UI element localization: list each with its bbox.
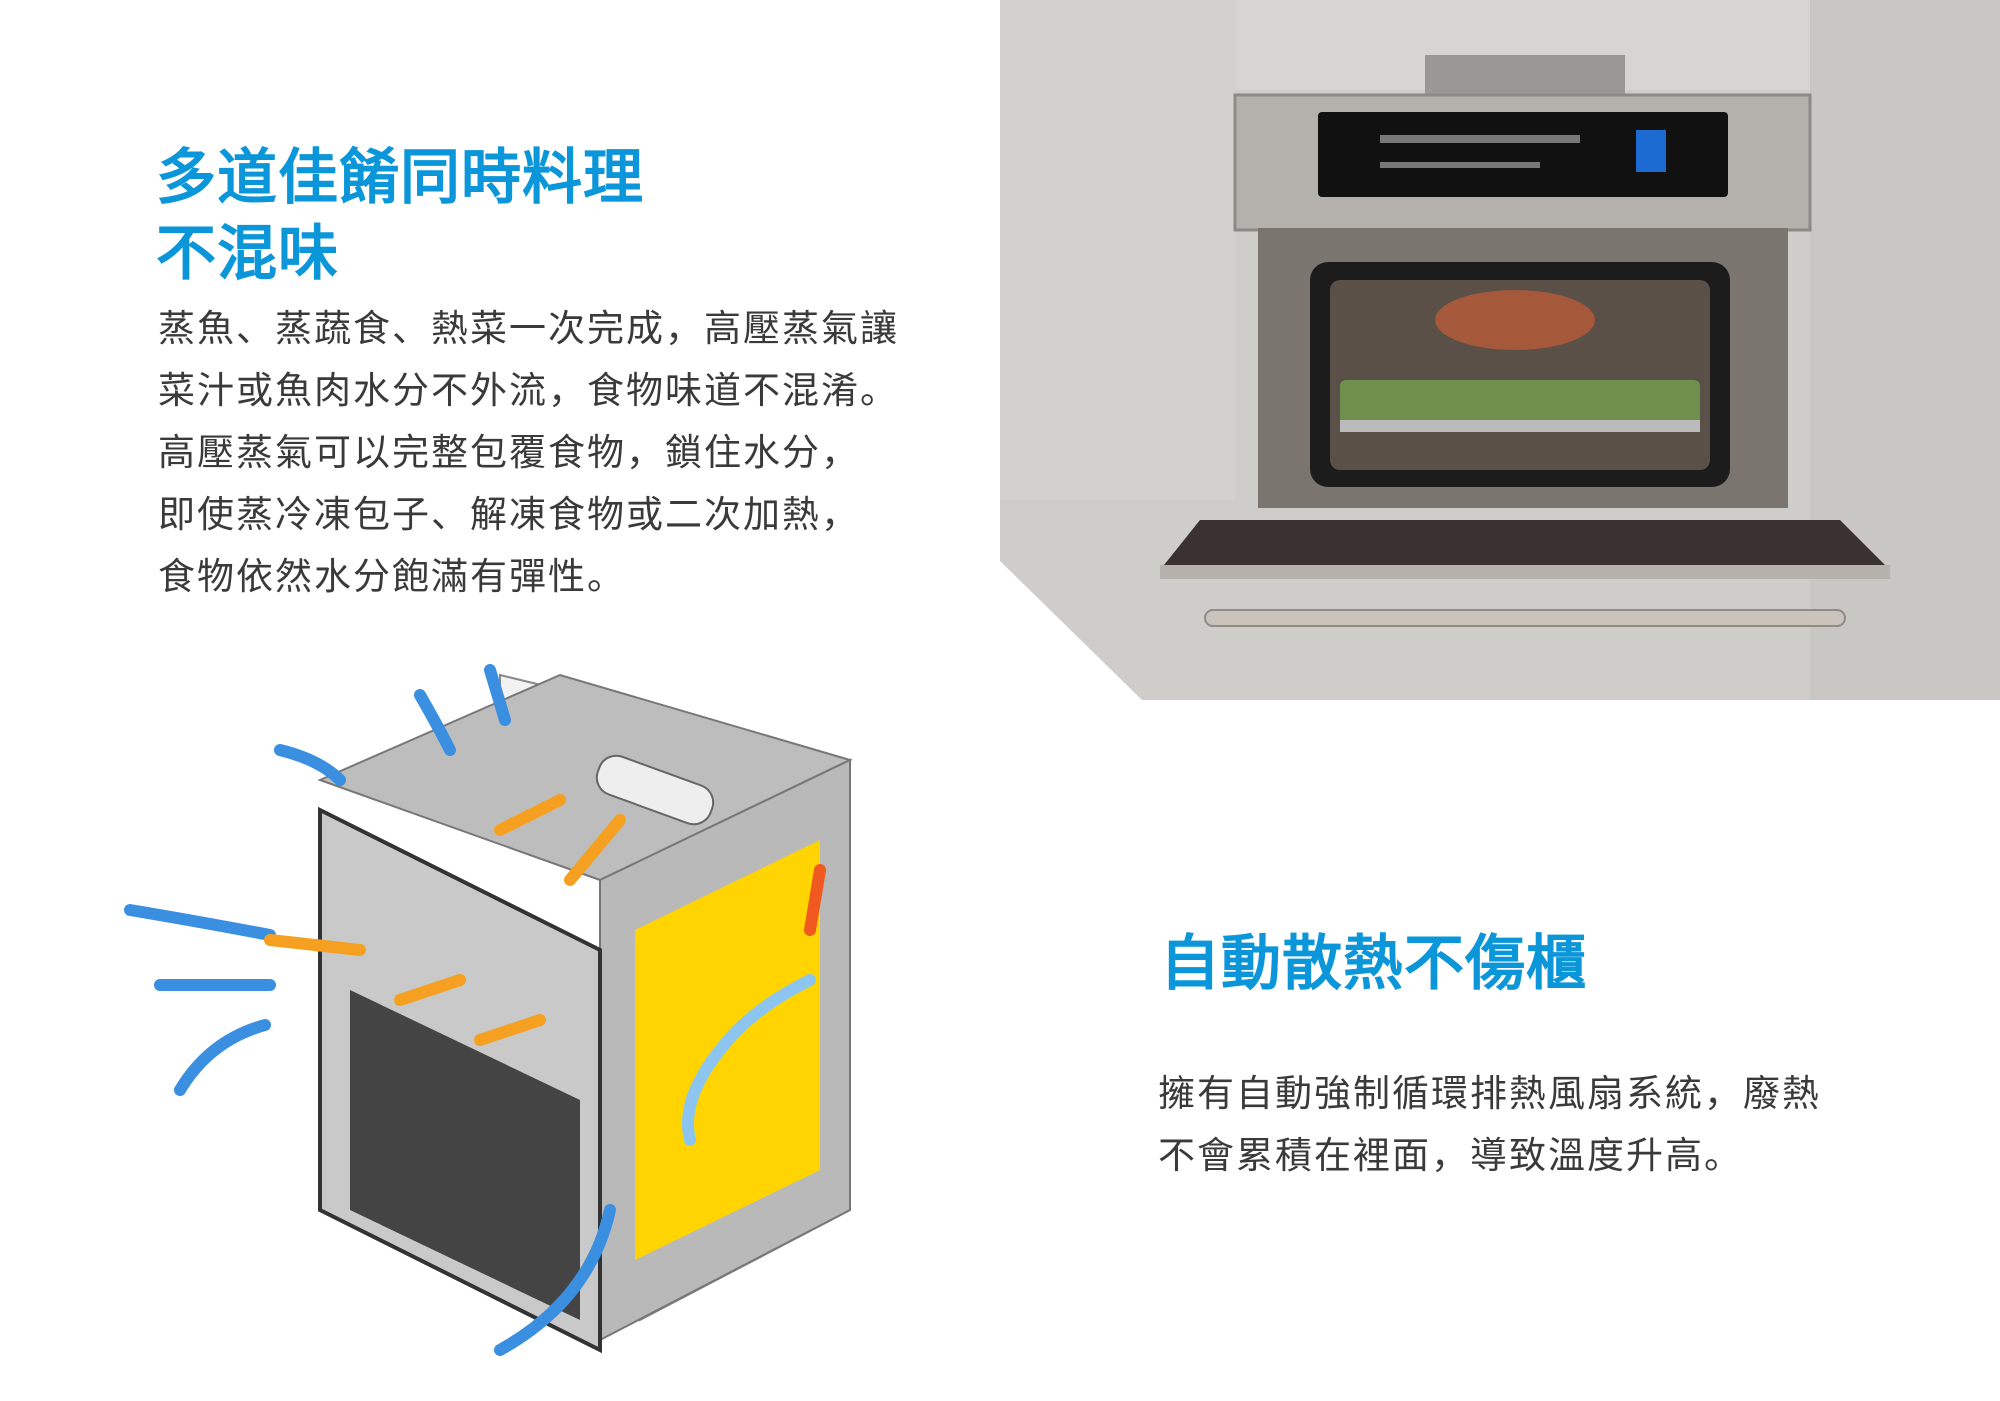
section-body-multi-dish: 蒸魚、蒸蔬食、熱菜一次完成，高壓蒸氣讓 菜汁或魚肉水分不外流，食物味道不混淆。 … [158,307,899,598]
title-line-2: 不混味 [156,219,339,289]
title-line-1: 多道佳餚同時料理 [156,143,644,213]
section-body-auto-cooling: 擁有自動強制循環排熱風扇系統，廢熱 不會累積在裡面，導致溫度升高。 [1158,1072,1821,1177]
section-title-multi-dish: 多道佳餚同時料理 不混味 [156,140,644,292]
airflow-diagram [124,664,853,1356]
steam-oven-photo [1000,0,2000,700]
section-title-auto-cooling: 自動散熱不傷櫃 [1160,929,1587,999]
